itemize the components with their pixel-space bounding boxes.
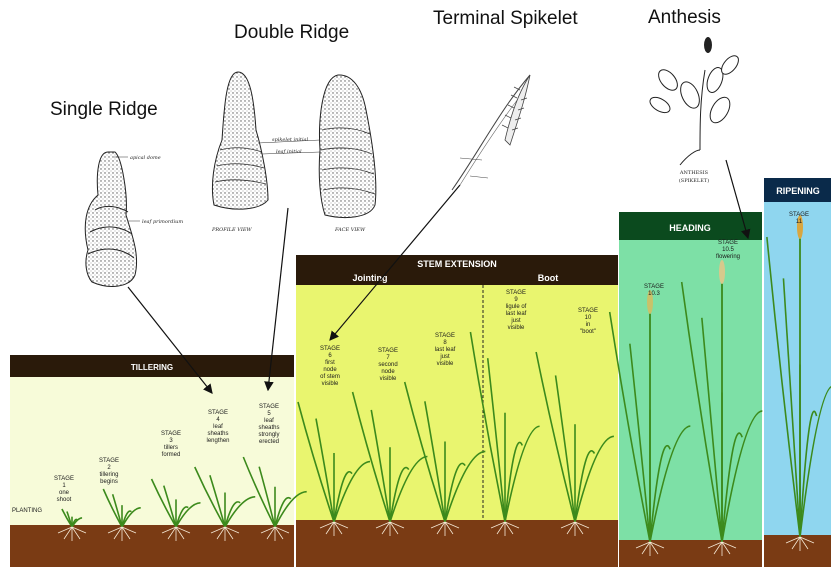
- label-apical-dome: apical dome: [130, 155, 161, 161]
- stem-extension-panel: STEM EXTENSION Jointing Boot: [296, 255, 618, 567]
- stage-label-line: lengthen: [206, 438, 229, 444]
- anthesis-sketch: ANTHESIS (SPIKELET): [647, 37, 741, 184]
- ripening-title: RIPENING: [776, 186, 820, 196]
- stage-label-line: in: [586, 322, 591, 328]
- stage-label-line: node: [323, 367, 337, 373]
- stage-label-line: STAGE: [578, 308, 598, 314]
- stage-label-line: one: [59, 490, 70, 496]
- stage-label-line: 10: [585, 315, 592, 321]
- stage-label-line: visible: [380, 376, 397, 382]
- stage-label-line: just: [510, 318, 521, 324]
- stage-label-line: last leaf: [506, 311, 527, 317]
- stage-label-line: STAGE: [99, 458, 119, 464]
- stage-label-line: leaf: [213, 424, 223, 430]
- stage-label-line: STAGE: [54, 476, 74, 482]
- stage-label-line: 10.3: [648, 291, 660, 297]
- stage-label-line: STAGE: [718, 240, 738, 246]
- stage-label-line: begins: [100, 479, 118, 485]
- stage-label-line: PLANTING: [12, 508, 42, 514]
- stage-label-line: 10.5: [722, 247, 734, 253]
- double-ridge-sketch: spikelet initial leaf initial PROFILE VI…: [211, 72, 376, 233]
- stage-label-line: second: [378, 362, 397, 368]
- stage-label-line: 11: [796, 219, 803, 225]
- stage-label-line: visible: [322, 381, 339, 387]
- stage-label-line: STAGE: [378, 348, 398, 354]
- wheat-head: [719, 260, 725, 284]
- caption-face-view: FACE VIEW: [334, 227, 366, 233]
- caption-anthesis: ANTHESIS: [679, 170, 709, 176]
- single-ridge-sketch: apical dome leaf primordium: [85, 152, 183, 286]
- stage-label-line: of stem: [320, 374, 340, 380]
- stage-label-line: ligule of: [506, 304, 527, 310]
- stage-label-line: tillers: [164, 445, 178, 451]
- tillering-panel: TILLERING: [10, 355, 294, 567]
- stage-label-line: STAGE: [789, 212, 809, 218]
- heading-panel-title: HEADING: [669, 223, 711, 233]
- caption-anthesis-spikelet: (SPIKELET): [679, 177, 709, 184]
- stage-label-line: visible: [437, 361, 454, 367]
- stage-label-line: STAGE: [435, 333, 455, 339]
- stage-label-planting: PLANTING: [12, 508, 42, 514]
- stage-label-line: STAGE: [644, 284, 664, 290]
- stage-label-line: visible: [508, 325, 525, 331]
- label-leaf-initial: leaf initial: [276, 149, 302, 155]
- stage-label-line: node: [381, 369, 395, 375]
- stage-label-line: formed: [162, 452, 181, 458]
- stage-label-line: last leaf: [435, 347, 456, 353]
- stage-label-line: "boot": [580, 329, 596, 335]
- stage-label-line: STAGE: [208, 410, 228, 416]
- stage-label-line: sheaths: [207, 431, 228, 437]
- stage-label-line: tillering: [99, 472, 118, 478]
- terminal-spikelet-sketch: [452, 75, 530, 190]
- label-leaf-primordium: leaf primordium: [142, 219, 183, 225]
- stage-label-line: erected: [259, 439, 279, 445]
- stage-label-line: STAGE: [161, 431, 181, 437]
- stem-extension-title: STEM EXTENSION: [417, 259, 497, 269]
- stage-label-line: sheaths: [258, 425, 279, 431]
- stage-label-line: STAGE: [259, 404, 279, 410]
- stage-label-line: shoot: [57, 497, 72, 503]
- stage-label-line: strongly: [258, 432, 279, 438]
- stage-label-line: first: [325, 360, 335, 366]
- stage-label-line: flowering: [716, 254, 740, 260]
- heading-panel: HEADING: [619, 212, 762, 567]
- stage-label-line: leaf: [264, 418, 274, 424]
- stage-label-s7: STAGE7secondnodevisible: [378, 348, 398, 382]
- stage-label-line: just: [439, 354, 450, 360]
- stage-label-line: STAGE: [320, 346, 340, 352]
- boot-subtitle: Boot: [538, 273, 559, 283]
- caption-profile-view: PROFILE VIEW: [211, 227, 252, 233]
- tillering-title: TILLERING: [131, 363, 173, 372]
- label-spikelet-initial: spikelet initial: [272, 137, 309, 143]
- stage-label-line: STAGE: [506, 290, 526, 296]
